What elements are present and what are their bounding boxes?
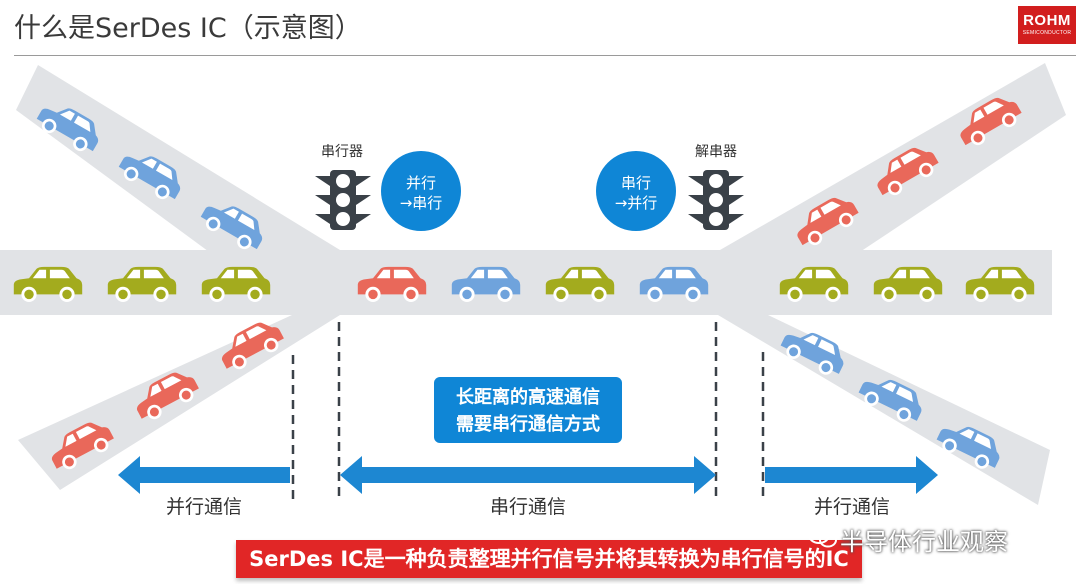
s2p-line2: →并行 (615, 194, 658, 212)
cars-right-lower (777, 322, 1007, 475)
wechat-icon (808, 526, 837, 548)
p2s-badge: 并行 →串行 (381, 151, 461, 231)
road-right-lower (718, 315, 1050, 505)
parallel-right-label: 并行通信 (814, 496, 890, 518)
p2s-line2: →串行 (400, 194, 443, 212)
note-line2: 需要串行通信方式 (456, 413, 600, 435)
arrows (118, 456, 938, 494)
s2p-line1: 串行 (621, 174, 651, 192)
p2s-line1: 并行 (406, 174, 436, 192)
arrow-left-parallel (118, 456, 290, 494)
parallel-left-label: 并行通信 (166, 496, 242, 518)
page-title: 什么是SerDes IC（示意图） (14, 13, 362, 44)
serial-mid-label: 串行通信 (490, 496, 566, 518)
arrow-right-parallel (765, 456, 938, 494)
rohm-logo: ROHM SEMICONDUCTOR (1018, 6, 1076, 44)
traffic-light-icon (315, 170, 371, 230)
traffic-light-icon (688, 170, 744, 230)
watermark-text: 半导体行业观察 (840, 528, 1008, 556)
logo-sub-text: SEMICONDUCTOR (1022, 30, 1072, 36)
serializer-label: 串行器 (321, 144, 363, 160)
summary-banner: SerDes IC是一种负责整理并行信号并将其转换为串行信号的IC (236, 540, 862, 578)
title-divider (14, 55, 1076, 56)
boundary-lines (291, 322, 765, 500)
cars-left-upper (33, 96, 270, 256)
deserializer-label: 解串器 (695, 144, 737, 160)
s2p-badge: 串行 →并行 (596, 151, 676, 231)
cars-left-lower (44, 315, 288, 476)
long-distance-note: 长距离的高速通信 需要串行通信方式 (434, 377, 622, 443)
arrow-serial-double (340, 456, 716, 494)
note-line1: 长距离的高速通信 (456, 386, 600, 408)
logo-main-text: ROHM (1023, 12, 1071, 29)
cars-right-upper (789, 90, 1026, 252)
